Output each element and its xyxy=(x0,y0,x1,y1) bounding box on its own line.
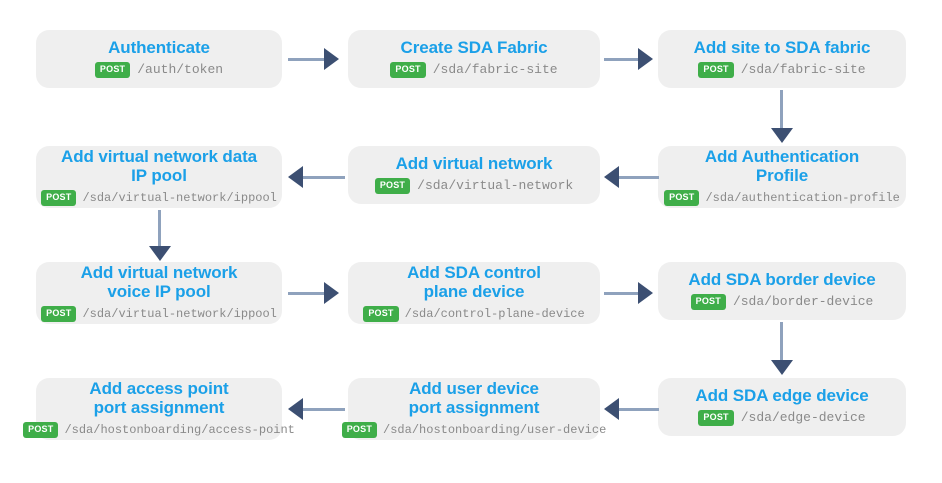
endpoint-path: /sda/virtual-network xyxy=(417,178,574,193)
arrow-down-icon xyxy=(771,360,793,375)
endpoint-row: POST /sda/virtual-network/ippool xyxy=(41,189,277,206)
endpoint-path: /sda/control-plane-device xyxy=(404,306,585,321)
http-method-badge: POST xyxy=(94,62,131,78)
endpoint-row: POST /sda/fabric-site xyxy=(698,62,866,78)
node-add-site-to-sda-fabric[interactable]: Add site to SDA fabric POST /sda/fabric-… xyxy=(658,30,906,88)
endpoint-path: /sda/hostonboarding/user-device xyxy=(383,422,607,437)
node-title: Add user device port assignment xyxy=(408,378,540,417)
endpoint-row: POST /sda/hostonboarding/user-device xyxy=(341,421,607,438)
http-method-badge: POST xyxy=(41,305,77,322)
arrow-right-icon xyxy=(638,282,653,304)
node-title: Add virtual network xyxy=(395,154,553,173)
node-title: Add SDA edge device xyxy=(695,386,869,405)
http-method-badge: POST xyxy=(664,189,700,206)
node-title: Create SDA Fabric xyxy=(400,38,548,57)
http-method-badge: POST xyxy=(341,421,378,438)
endpoint-path: /sda/fabric-site xyxy=(432,62,558,77)
http-method-badge: POST xyxy=(363,305,399,322)
endpoint-path: /sda/hostonboarding/access-point xyxy=(64,422,295,437)
arrow-left-icon xyxy=(604,166,619,188)
node-add-access-point-port-assignment[interactable]: Add access point port assignment POST /s… xyxy=(23,378,295,440)
endpoint-row: POST /sda/hostonboarding/access-point xyxy=(23,421,295,438)
endpoint-path: /sda/virtual-network/ippool xyxy=(82,190,277,205)
node-title: Add SDA border device xyxy=(688,270,876,289)
node-title: Add Authentication Profile xyxy=(704,146,860,185)
endpoint-row: POST /sda/virtual-network xyxy=(374,178,574,194)
node-add-authentication-profile[interactable]: Add Authentication Profile POST /sda/aut… xyxy=(658,146,906,208)
node-add-user-device-port-assignment[interactable]: Add user device port assignment POST /sd… xyxy=(341,378,606,440)
http-method-badge: POST xyxy=(41,189,77,206)
node-add-virtual-network[interactable]: Add virtual network POST /sda/virtual-ne… xyxy=(348,146,600,204)
node-authenticate[interactable]: Authenticate POST /auth/token xyxy=(36,30,282,88)
endpoint-row: POST /sda/border-device xyxy=(690,294,874,310)
http-method-badge: POST xyxy=(690,294,726,310)
arrow-down-icon xyxy=(149,246,171,261)
http-method-badge: POST xyxy=(698,62,734,78)
endpoint-row: POST /sda/virtual-network/ippool xyxy=(41,305,277,322)
arrow-left-icon xyxy=(288,166,303,188)
endpoint-path: /sda/border-device xyxy=(732,294,874,309)
endpoint-path: /auth/token xyxy=(137,62,224,77)
arrow-right-icon xyxy=(638,48,653,70)
endpoint-row: POST /sda/edge-device xyxy=(698,410,866,426)
arrow-right-icon xyxy=(324,282,339,304)
node-title: Add SDA control plane device xyxy=(407,262,541,301)
node-title: Add site to SDA fabric xyxy=(693,38,871,57)
node-title: Add virtual network data IP pool xyxy=(61,146,257,185)
arrow-right-icon xyxy=(324,48,339,70)
node-add-virtual-network-voice-ip-pool[interactable]: Add virtual network voice IP pool POST /… xyxy=(36,262,282,324)
node-add-sda-edge-device[interactable]: Add SDA edge device POST /sda/edge-devic… xyxy=(658,378,906,436)
endpoint-row: POST /sda/fabric-site xyxy=(390,62,558,78)
arrow-down-icon xyxy=(771,128,793,143)
node-add-sda-border-device[interactable]: Add SDA border device POST /sda/border-d… xyxy=(658,262,906,320)
node-create-sda-fabric[interactable]: Create SDA Fabric POST /sda/fabric-site xyxy=(348,30,600,88)
node-add-virtual-network-data-ip-pool[interactable]: Add virtual network data IP pool POST /s… xyxy=(36,146,282,208)
endpoint-path: /sda/authentication-profile xyxy=(705,190,900,205)
endpoint-path: /sda/virtual-network/ippool xyxy=(82,306,277,321)
endpoint-row: POST /auth/token xyxy=(94,62,224,78)
node-add-sda-control-plane-device[interactable]: Add SDA control plane device POST /sda/c… xyxy=(348,262,600,324)
node-title: Add virtual network voice IP pool xyxy=(80,262,238,301)
http-method-badge: POST xyxy=(23,421,59,438)
endpoint-path: /sda/fabric-site xyxy=(740,62,866,77)
endpoint-path: /sda/edge-device xyxy=(740,410,866,425)
http-method-badge: POST xyxy=(698,410,734,426)
http-method-badge: POST xyxy=(374,178,411,194)
arrow-left-icon xyxy=(604,398,619,420)
node-title: Authenticate xyxy=(108,38,210,57)
endpoint-row: POST /sda/authentication-profile xyxy=(664,189,900,206)
arrow-left-icon xyxy=(288,398,303,420)
node-title: Add access point port assignment xyxy=(89,378,229,417)
http-method-badge: POST xyxy=(390,62,426,78)
endpoint-row: POST /sda/control-plane-device xyxy=(363,305,585,322)
